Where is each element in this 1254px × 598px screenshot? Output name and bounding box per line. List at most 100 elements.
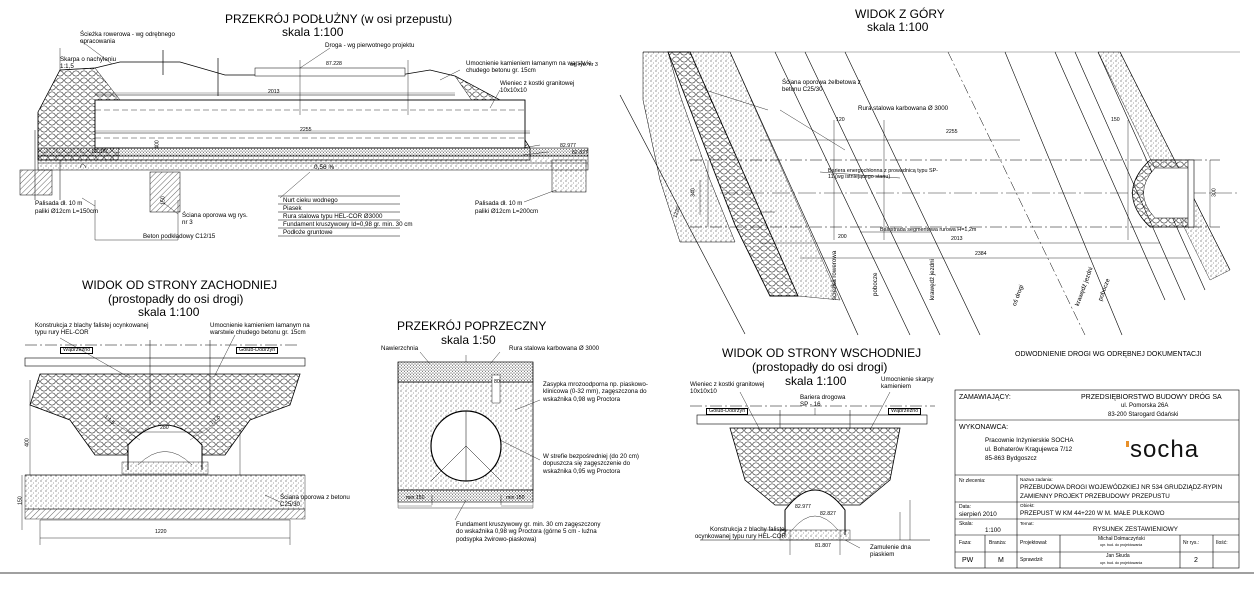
dimension-slope: 0,56 %: [314, 164, 335, 171]
label-shoulder-top: pobocze: [872, 272, 879, 296]
label-crown: Wieniec z kostki granitowej 10x10x10: [500, 80, 575, 95]
tb-client-label: ZAMAWIAJĄCY:: [959, 394, 1011, 401]
label-construct-west: Konstrukcja z blachy falistej ocynkowane…: [35, 322, 149, 337]
tb-order-label: Nr zlecenia:: [959, 478, 986, 484]
label-barrier-top: Bariera energochłonna z prowadnicą typu …: [828, 168, 938, 181]
label-barrier-east: Bariera drogowa SP - 16: [800, 394, 846, 409]
title-longitudinal: PRZEKRÓJ PODŁUŻNY (w osi przepustu): [225, 12, 453, 26]
tb-task-1: PRZEBUDOWA DROGI WOJEWÓDZKIEJ NR 534 GRU…: [1020, 484, 1223, 491]
dimension-150-long: 150: [160, 196, 167, 205]
scale-west-view: skala 1:100: [138, 305, 200, 319]
dimension-120-top: 120: [836, 117, 845, 123]
dimension-280-west: 280: [160, 425, 169, 431]
tb-topic: RYSUNEK ZESTAWIENIOWY: [1093, 526, 1178, 533]
label-base-concrete: Beton podkładowy C12/15: [143, 233, 216, 240]
tb-branch: M: [998, 557, 1004, 564]
tb-task-label: Nazwa zadania:: [1020, 477, 1053, 482]
elevation-left: 82.877: [92, 149, 108, 155]
label-foundation-cross: Fundament kruszywowy gr. min. 30 cm zagę…: [456, 521, 601, 543]
west-view: [21, 334, 306, 545]
label-wall-top: Ściana oporowa żelbetowa z betonu C25/30: [782, 79, 861, 94]
dimension-150-west: 150: [17, 496, 24, 505]
dimension-2013-long: 2013: [268, 89, 280, 95]
dimension-150-top: 150: [1111, 117, 1120, 123]
label-pipe-top: Rura stalowa karbowana Ø 3000: [858, 105, 949, 112]
label-reinforcement: Umocnienie kamieniem łamanym na warstwie…: [466, 60, 592, 75]
tb-date-label: Data:: [959, 504, 971, 510]
tb-checker-label: Sprawdził:: [1020, 557, 1044, 563]
dimension-2255-top: 2255: [946, 129, 958, 135]
layer-watercourse: Nurt cieku wodnego: [283, 197, 338, 204]
tb-date: sierpień 2010: [959, 511, 997, 518]
dimension-400-west: 400: [24, 438, 31, 447]
label-fill: Zasypka mrozoodporna np. piaskowo-klinic…: [543, 381, 648, 403]
tb-contractor-addr1: ul. Bohaterów Kragujewca 7/12: [985, 446, 1073, 453]
tb-topic-label: Temat:: [1020, 521, 1034, 526]
label-surface: Nawierzchnia: [381, 345, 419, 352]
dimension-2013-top: 2013: [951, 236, 963, 242]
tb-client-name: PRZEDSIĘBIORSTWO BUDOWY DRÓG SA: [1081, 394, 1222, 401]
direction-right-west: Golub-Dobrzyń: [236, 347, 279, 355]
tb-designer-name: Michał Dołmaczyński: [1098, 536, 1145, 542]
dimension-300-top: 300: [1211, 188, 1218, 197]
tb-contractor-name: Pracownie Inżynierskie SOCHA: [985, 437, 1074, 444]
longitudinal-section: [19, 39, 589, 241]
label-piles-right: paliki Ø12cm L=200cm: [475, 208, 539, 215]
tb-contractor-label: WYKONAWCA:: [959, 424, 1009, 431]
label-bike-top: ścieżka rowerowa: [831, 250, 838, 300]
logo-accent-icon: [1126, 441, 1129, 447]
tb-scale: 1:100: [985, 527, 1001, 534]
tb-drawing-no: 2: [1194, 557, 1198, 564]
elevation-road: 87.228: [326, 61, 342, 67]
dimension-80-cross: 80: [494, 379, 500, 385]
title-west-view: WIDOK OD STRONY ZACHODNIEJ: [82, 278, 278, 292]
dimension-1220-west: 1220: [155, 529, 167, 535]
tb-designer-license: upr. bud. do projektowania: [1100, 543, 1143, 547]
tb-object-label: Obiekt:: [1020, 503, 1035, 508]
scale-east-view: skala 1:100: [785, 374, 847, 388]
east-view: [690, 391, 935, 555]
elevation-east-1: 82.977: [795, 504, 811, 510]
dimension-340-top: 340: [690, 188, 697, 197]
tb-client-addr1: ul. Pomorska 26A: [1121, 403, 1169, 409]
label-ref-drawing: wg rys. nr 3: [570, 62, 598, 68]
direction-left-west: Wąbrzeźno: [60, 347, 94, 355]
title-cross-section: PRZEKRÓJ POPRZECZNY: [397, 319, 547, 333]
direction-left-east: Golub-Dobrzyń: [706, 408, 749, 416]
dimension-2384-top: 2384: [975, 251, 987, 257]
scale-longitudinal: skala 1:100: [282, 25, 344, 39]
dimension-min150-right: min 150: [506, 495, 525, 501]
scale-top-view: skala 1:100: [867, 20, 929, 34]
label-pipe-cross: Rura stalowa karbowana Ø 3000: [509, 345, 600, 352]
layer-foundation: Fundament kruszywowy Id=0,98 gr. min. 30…: [283, 221, 413, 228]
tb-branch-label: Branża:: [989, 540, 1007, 546]
label-lane-top: krawędź jezdni: [929, 259, 936, 300]
dimension-400-long: 400: [154, 140, 161, 149]
label-slope: Skarpa o nachyleniu 1:1,5: [60, 56, 117, 71]
tb-task-2: ZAMIENNY PROJEKT PRZEBUDOWY PRZEPUSTU: [1020, 493, 1170, 500]
elevation-east-2: 82.827: [820, 511, 836, 517]
label-reinf-west: Umocnienie kamieniem łamanym na warstwie…: [210, 322, 310, 337]
company-logo: socha: [1130, 436, 1200, 463]
label-retaining-wall: Ściana oporowa wg rys. nr 3: [182, 212, 248, 227]
tb-phase-label: Faza:: [959, 540, 972, 546]
tb-designer-label: Projektował:: [1020, 540, 1048, 546]
tb-object: PRZEPUST W KM 44+220 W M. MAŁE PUŁKOWO: [1020, 510, 1165, 517]
scale-cross-section: skala 1:50: [441, 333, 496, 347]
elevation-east-3: 81.807: [815, 543, 831, 549]
title-east-view: WIDOK OD STRONY WSCHODNIEJ: [722, 346, 922, 360]
subtitle-west-view: (prostopadły do osi drogi): [108, 292, 244, 306]
layer-pipe: Rura stalowa typu HEL-COR Ø3000: [283, 213, 383, 220]
tb-contractor-addr2: 85-863 Bydgoszcz: [985, 455, 1037, 462]
title-top-view: WIDOK Z GÓRY: [855, 7, 945, 21]
label-construct-east: Konstrukcja z blachy falistej ocynkowane…: [694, 526, 786, 541]
tb-sheets-label: Ilość:: [1216, 540, 1228, 546]
tb-drawing-no-label: Nr rys.:: [1183, 540, 1200, 546]
top-view: [619, 51, 1240, 336]
tb-phase: PW: [962, 557, 974, 564]
tb-scale-label: Skala:: [959, 521, 973, 527]
label-balustrade: Balustrada segmentowa rurowa H=1,2m: [880, 227, 977, 233]
label-crown-east: Wieniec z kostki granitowej 10x10x10: [690, 381, 765, 396]
